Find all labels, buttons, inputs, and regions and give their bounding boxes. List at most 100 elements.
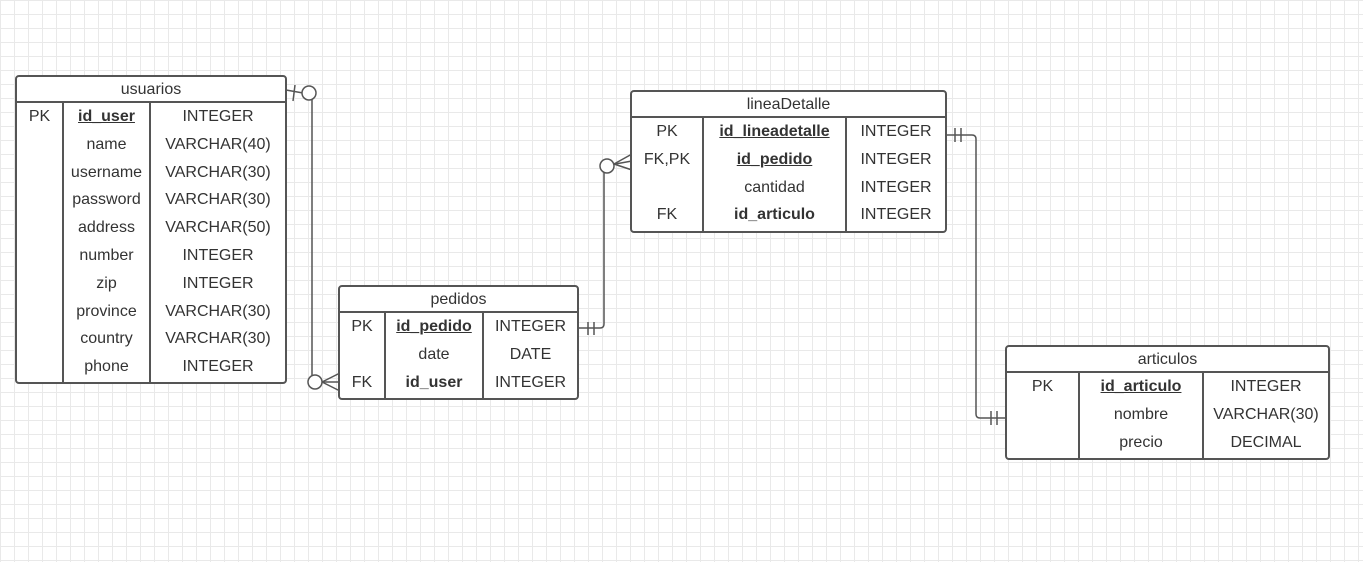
field-name: zip — [96, 274, 117, 292]
crowfoot-marker — [613, 153, 633, 165]
type-column: INTEGER INTEGER INTEGER INTEGER — [845, 118, 945, 231]
entity-usuarios[interactable]: usuarios PK id_user name username passwo… — [15, 75, 287, 384]
field-name: username — [70, 163, 143, 181]
zero-circle-marker — [301, 85, 317, 101]
type-column: INTEGER DATE INTEGER — [482, 313, 577, 398]
type-column: INTEGER VARCHAR(30) DECIMAL — [1202, 373, 1328, 458]
entity-body: PK id_user name username password addres… — [17, 103, 285, 382]
field-name: name — [86, 135, 127, 153]
field-type: INTEGER — [860, 150, 932, 168]
field-type: DATE — [509, 345, 552, 363]
connector-line — [946, 134, 1007, 419]
key-cell — [632, 174, 702, 202]
type-column: INTEGER VARCHAR(40) VARCHAR(30) VARCHAR(… — [149, 103, 285, 382]
key-cell — [1007, 401, 1078, 429]
zero-circle-marker — [599, 158, 615, 174]
field-name: country — [80, 330, 133, 348]
field-type: INTEGER — [860, 206, 932, 224]
key-column: PK — [17, 103, 62, 382]
field-type: INTEGER — [1230, 378, 1302, 395]
entity-title: lineaDetalle — [632, 92, 945, 118]
crowfoot-marker — [321, 372, 341, 383]
field-name: precio — [1119, 433, 1163, 451]
field-name: phone — [84, 358, 129, 376]
key-cell — [340, 341, 384, 369]
key-cell: FK — [351, 373, 373, 391]
key-cell: PK — [351, 318, 373, 335]
entity-body: PK FK,PK FK id_lineadetalle id_pedido ca… — [632, 118, 945, 231]
bar-marker — [292, 84, 296, 102]
entity-lineadetalle[interactable]: lineaDetalle PK FK,PK FK id_lineadetalle… — [630, 90, 947, 233]
field-name: id_lineadetalle — [719, 123, 830, 140]
connector-line — [285, 89, 340, 383]
relationship-lineadetalle-articulos[interactable] — [946, 128, 1007, 425]
entity-articulos[interactable]: articulos PK id_articulo nombre precio I… — [1005, 345, 1330, 460]
entity-body: PK FK id_pedido date id_user INTEGER DAT… — [340, 313, 577, 398]
crowfoot-marker — [321, 381, 341, 392]
entity-title: pedidos — [340, 287, 577, 313]
field-type: DECIMAL — [1230, 433, 1302, 451]
key-cell — [17, 186, 62, 214]
field-type: INTEGER — [860, 123, 932, 140]
name-column: id_pedido date id_user — [384, 313, 482, 398]
relationship-pedidos-lineadetalle[interactable] — [578, 153, 633, 335]
key-cell — [1007, 429, 1078, 457]
field-type: VARCHAR(30) — [165, 302, 271, 320]
field-name: id_articulo — [1100, 378, 1182, 395]
field-type: VARCHAR(40) — [165, 135, 271, 153]
field-type: INTEGER — [182, 108, 254, 125]
key-cell: PK — [28, 108, 51, 125]
field-name: password — [72, 191, 141, 209]
field-type: INTEGER — [860, 178, 932, 196]
key-cell — [17, 131, 62, 159]
key-column: PK FK,PK FK — [632, 118, 702, 231]
field-type: VARCHAR(30) — [1213, 405, 1319, 423]
field-name: id_pedido — [396, 318, 472, 335]
key-cell — [17, 353, 62, 381]
field-name: id_user — [78, 108, 135, 125]
field-type: INTEGER — [182, 246, 254, 264]
field-name: id_articulo — [734, 206, 815, 224]
field-name: cantidad — [744, 178, 805, 196]
name-column: id_user name username password address n… — [62, 103, 149, 382]
field-type: INTEGER — [494, 318, 567, 335]
key-cell — [17, 159, 62, 187]
entity-title: articulos — [1007, 347, 1328, 373]
key-cell: FK,PK — [643, 150, 691, 168]
field-name: province — [76, 302, 137, 320]
zero-circle-marker — [307, 374, 323, 390]
field-name: id_pedido — [736, 150, 813, 168]
field-type: INTEGER — [182, 274, 254, 292]
field-type: VARCHAR(30) — [165, 163, 271, 181]
key-cell — [17, 270, 62, 298]
field-type: VARCHAR(30) — [165, 191, 271, 209]
field-name: date — [418, 345, 450, 363]
entity-pedidos[interactable]: pedidos PK FK id_pedido date id_user INT… — [338, 285, 579, 400]
key-cell: PK — [1031, 378, 1054, 395]
field-name: nombre — [1113, 405, 1169, 423]
connector-line — [578, 160, 633, 329]
field-type: VARCHAR(30) — [165, 330, 271, 348]
key-cell — [17, 298, 62, 326]
key-cell: FK — [656, 206, 678, 224]
key-column: PK FK — [340, 313, 384, 398]
field-name: id_user — [405, 373, 463, 391]
key-cell — [17, 325, 62, 353]
key-column: PK — [1007, 373, 1078, 458]
field-type: INTEGER — [182, 358, 254, 376]
field-name: number — [79, 246, 134, 264]
field-type: VARCHAR(50) — [165, 219, 271, 237]
name-column: id_articulo nombre precio — [1078, 373, 1202, 458]
name-column: id_lineadetalle id_pedido cantidad id_ar… — [702, 118, 845, 231]
key-cell — [17, 214, 62, 242]
key-cell: PK — [656, 123, 678, 140]
field-type: INTEGER — [494, 373, 567, 391]
relationship-usuarios-pedidos[interactable] — [285, 84, 341, 392]
entity-body: PK id_articulo nombre precio INTEGER VAR… — [1007, 373, 1328, 458]
key-cell — [17, 242, 62, 270]
crowfoot-marker — [613, 163, 633, 171]
field-name: address — [78, 219, 135, 237]
entity-title: usuarios — [17, 77, 285, 103]
